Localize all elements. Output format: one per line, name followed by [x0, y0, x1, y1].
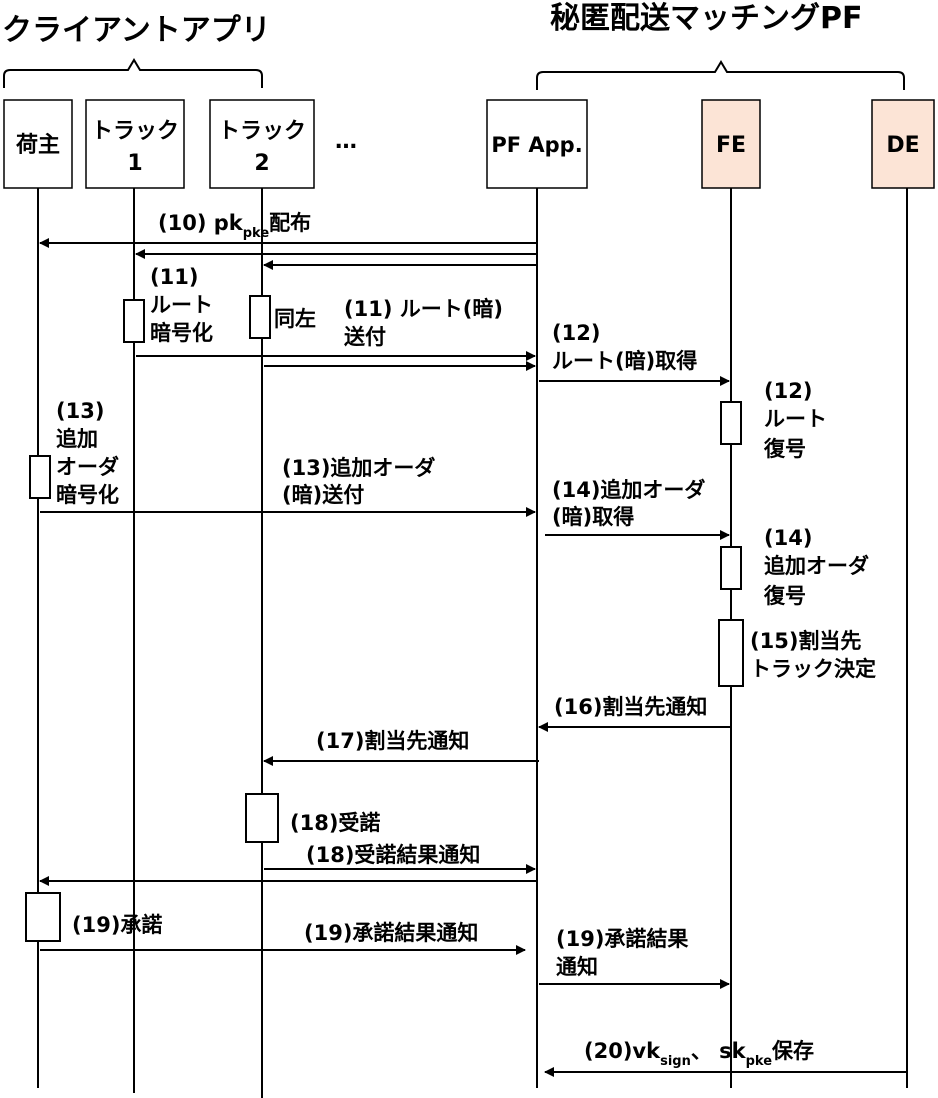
participant-truck1-number: 1 — [127, 151, 142, 176]
step14-decrypt-number: (14) — [764, 526, 812, 550]
step11-send-line2: 送付 — [344, 325, 386, 349]
client-app-brace — [3, 58, 263, 88]
fe-order-decrypt-activation — [720, 546, 742, 590]
step12-get-number: (12) — [552, 321, 600, 345]
participant-shipper-label: 荷主 — [16, 133, 60, 158]
pf-brace — [536, 60, 905, 90]
step16-label: (16)割当先通知 — [554, 695, 707, 719]
step15-line1: (15)割当先 — [750, 629, 861, 653]
truck2-accept-activation — [245, 793, 279, 843]
step15-line2: トラック決定 — [750, 657, 876, 681]
step20-label: (20)vksign、 skpke保存 — [584, 1039, 814, 1069]
step10-label: (10) pkpke配布 — [158, 211, 311, 241]
step11-send-line1: (11) ルート(暗) — [344, 297, 503, 321]
step14-decrypt-line2: 復号 — [763, 584, 806, 608]
participant-truck2-label: トラック — [218, 119, 306, 144]
step14-get-line1: (14)追加オーダ — [552, 478, 705, 502]
step13-encrypt-line2: オーダ — [56, 455, 119, 479]
step14-decrypt-line1: 追加オーダ — [764, 554, 869, 578]
participant-de-label: DE — [886, 133, 919, 158]
step12-decrypt-number: (12) — [764, 379, 812, 403]
shipper-approve-activation — [25, 892, 61, 942]
participant-fe-label: FE — [716, 133, 746, 158]
step19-approve-label: (19)承諾 — [72, 913, 162, 937]
step18-accept-label: (18)受諾 — [290, 811, 380, 835]
step13-encrypt-line1: 追加 — [56, 427, 98, 451]
step11-encrypt-line1: ルート — [150, 293, 213, 317]
participant-shipper-box — [3, 99, 73, 189]
step19-notify-label: (19)承諾結果通知 — [304, 921, 478, 945]
participant-truck2-number: 2 — [254, 151, 269, 176]
step19-fe-notify-line1: (19)承諾結果 — [556, 927, 688, 951]
step11-number: (11) — [150, 265, 198, 289]
fe-route-decrypt-activation — [720, 401, 742, 445]
participant-pfapp-label: PF App. — [491, 133, 582, 157]
step19-fe-notify-line2: 通知 — [556, 955, 598, 979]
step13-send-line1: (13)追加オーダ — [282, 456, 435, 480]
participant-fe-box — [701, 99, 761, 189]
client-app-group-title: クライアントアプリ — [2, 13, 271, 48]
step13-number: (13) — [56, 399, 104, 423]
participant-truck2-box — [209, 99, 315, 189]
step14-get-line2: (暗)取得 — [552, 505, 634, 529]
participants-ellipsis: … — [335, 129, 357, 154]
step12-decrypt-line2: 復号 — [763, 437, 806, 461]
truck2-encrypt-activation — [249, 295, 271, 339]
pf-group-title: 秘匿配送マッチングPF — [550, 1, 862, 36]
truck1-encrypt-activation — [123, 299, 145, 343]
step13-encrypt-line3: 暗号化 — [56, 483, 119, 507]
step12-decrypt-line1: ルート — [764, 407, 827, 431]
fe-assign-activation — [718, 619, 744, 687]
step17-label: (17)割当先通知 — [316, 729, 469, 753]
participant-de-box — [871, 99, 935, 189]
shipper-encrypt-activation — [29, 455, 51, 499]
step11-encrypt-line2: 暗号化 — [150, 321, 213, 345]
step18-notify-label: (18)受諾結果通知 — [306, 843, 480, 867]
step11-same-as-left: 同左 — [274, 307, 316, 331]
participant-pfapp-box — [486, 99, 588, 189]
participant-truck1-box — [85, 99, 185, 189]
step13-send-line2: (暗)送付 — [282, 483, 364, 507]
participant-truck1-label: トラック — [91, 119, 179, 144]
step12-get-label: ルート(暗)取得 — [552, 349, 697, 373]
